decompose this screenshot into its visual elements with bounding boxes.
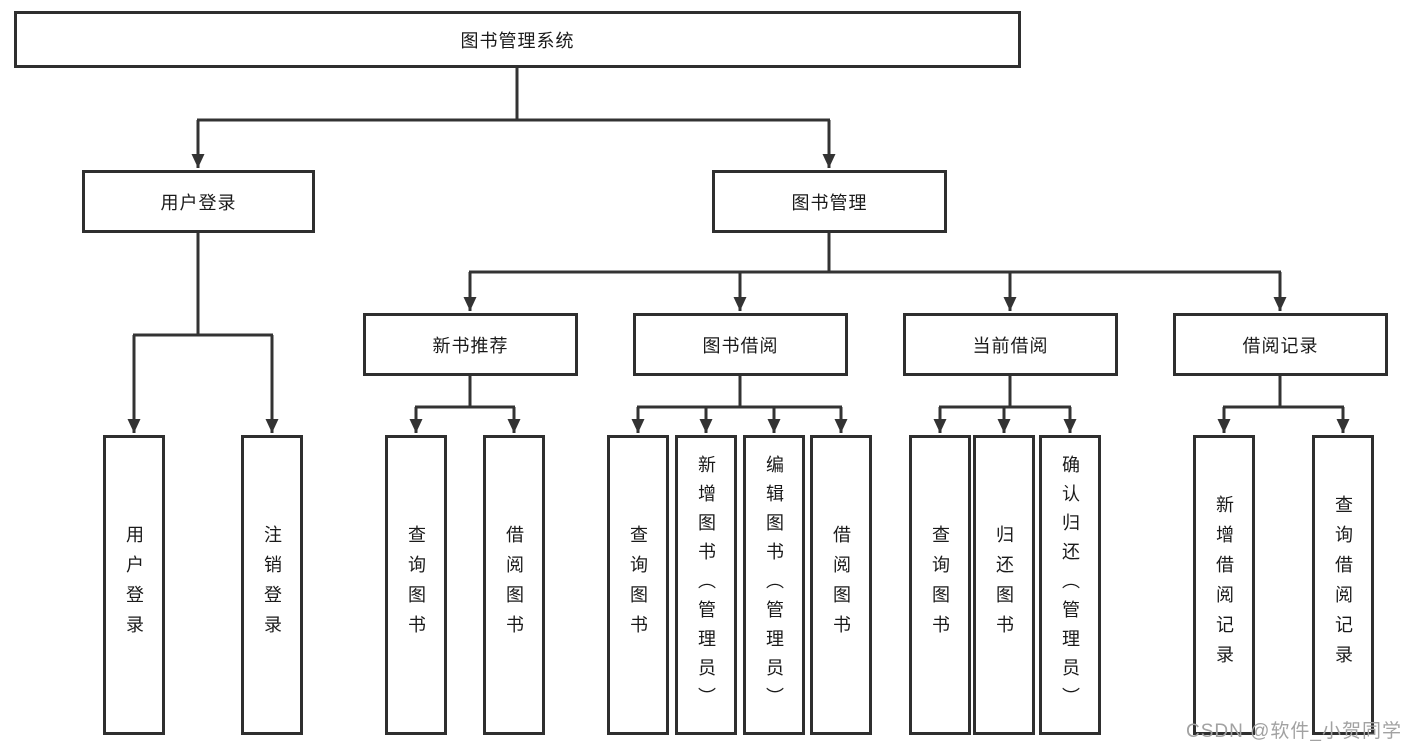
leaf-query-book-borrow: 查询图书 [607, 435, 669, 735]
leaf-add-book-admin-label: 新增图书（管理员） [696, 454, 716, 716]
node-current-borrow: 当前借阅 [903, 313, 1118, 376]
node-book-borrow-label: 图书借阅 [702, 335, 779, 356]
csdn-watermark: CSDN @软件_小贺同学 [1186, 721, 1402, 742]
leaf-confirm-return-admin: 确认归还（管理员） [1039, 435, 1101, 735]
leaf-query-book-recommend-label: 查询图书 [406, 525, 426, 645]
node-library-system-label: 图书管理系统 [460, 30, 575, 51]
node-book-management: 图书管理 [712, 170, 947, 233]
leaf-borrow-book-recommend: 借阅图书 [483, 435, 545, 735]
node-library-system: 图书管理系统 [14, 11, 1021, 68]
node-borrow-record: 借阅记录 [1173, 313, 1388, 376]
leaf-return-book: 归还图书 [973, 435, 1035, 735]
leaf-borrow-book-recommend-label: 借阅图书 [504, 525, 524, 645]
node-book-management-label: 图书管理 [791, 192, 868, 213]
leaf-query-borrow-record-label: 查询借阅记录 [1333, 495, 1353, 675]
leaf-logout: 注销登录 [241, 435, 303, 735]
leaf-edit-book-admin-label: 编辑图书（管理员） [764, 454, 784, 716]
node-user-login: 用户登录 [82, 170, 315, 233]
node-new-book-recommend: 新书推荐 [363, 313, 578, 376]
leaf-return-book-label: 归还图书 [994, 525, 1014, 645]
leaf-borrow-book: 借阅图书 [810, 435, 872, 735]
leaf-confirm-return-admin-label: 确认归还（管理员） [1060, 454, 1080, 716]
node-new-book-recommend-label: 新书推荐 [432, 335, 509, 356]
leaf-query-book-current-label: 查询图书 [930, 525, 950, 645]
node-user-login-label: 用户登录 [160, 192, 237, 213]
leaf-query-book-recommend: 查询图书 [385, 435, 447, 735]
node-borrow-record-label: 借阅记录 [1242, 335, 1319, 356]
leaf-add-borrow-record-label: 新增借阅记录 [1214, 495, 1234, 675]
leaf-add-book-admin: 新增图书（管理员） [675, 435, 737, 735]
leaf-add-borrow-record: 新增借阅记录 [1193, 435, 1255, 735]
leaf-edit-book-admin: 编辑图书（管理员） [743, 435, 805, 735]
leaf-user-login-label: 用户登录 [124, 525, 144, 645]
node-book-borrow: 图书借阅 [633, 313, 848, 376]
leaf-user-login: 用户登录 [103, 435, 165, 735]
leaf-logout-label: 注销登录 [262, 525, 282, 645]
node-current-borrow-label: 当前借阅 [972, 335, 1049, 356]
leaf-query-book-borrow-label: 查询图书 [628, 525, 648, 645]
leaf-query-borrow-record: 查询借阅记录 [1312, 435, 1374, 735]
leaf-borrow-book-label: 借阅图书 [831, 525, 851, 645]
leaf-query-book-current: 查询图书 [909, 435, 971, 735]
